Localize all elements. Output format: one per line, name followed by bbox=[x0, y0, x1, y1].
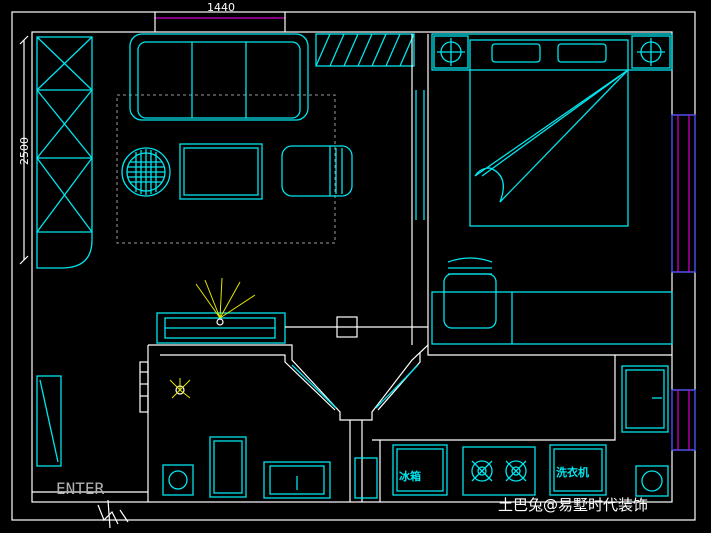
coffee-table bbox=[179, 143, 263, 200]
wardrobe-cabinet bbox=[36, 36, 93, 269]
round-ottoman bbox=[121, 147, 171, 197]
washing-machine: 洗衣机 bbox=[549, 444, 607, 496]
nightstand-left bbox=[433, 35, 469, 69]
bathroom-window bbox=[671, 389, 696, 451]
dimension-left-text: 2500 bbox=[18, 137, 31, 165]
bedroom-desk bbox=[431, 291, 673, 345]
floor-drain bbox=[162, 464, 194, 496]
light-fixture bbox=[285, 316, 428, 338]
fridge-label: 冰箱 bbox=[399, 469, 421, 483]
dimension-top-text: 1440 bbox=[207, 1, 235, 14]
top-shelf bbox=[315, 33, 415, 67]
partition-wall bbox=[411, 34, 429, 345]
bathroom-vanity bbox=[621, 365, 669, 433]
kitchen-stool bbox=[209, 436, 247, 498]
bed bbox=[431, 33, 673, 227]
sofa bbox=[129, 33, 309, 121]
entry-figure bbox=[97, 499, 129, 529]
shoe-cabinet bbox=[36, 375, 62, 467]
toilet bbox=[635, 465, 669, 497]
nightstand-right bbox=[631, 35, 671, 69]
hall-diagonals bbox=[291, 364, 419, 409]
water-heater bbox=[354, 457, 378, 499]
desk-chair bbox=[443, 257, 497, 329]
bedroom-window bbox=[671, 114, 696, 273]
tv-cabinet bbox=[156, 277, 286, 344]
kitchen-shelf bbox=[139, 361, 149, 413]
washer-label: 洗衣机 bbox=[556, 465, 589, 479]
armchair bbox=[281, 145, 353, 197]
rug bbox=[116, 94, 336, 244]
kitchen-sink bbox=[263, 461, 331, 499]
plant bbox=[169, 378, 191, 399]
entrance-label: ENTER bbox=[56, 479, 105, 498]
watermark: 土巴兔@易墅时代装饰 bbox=[498, 496, 649, 514]
fridge: 冰箱 bbox=[392, 444, 448, 496]
outer-walls bbox=[11, 11, 696, 521]
gas-stove bbox=[462, 446, 536, 496]
inner-walls bbox=[147, 343, 672, 502]
dimension-left: 2500 bbox=[18, 35, 31, 265]
dimension-top: 1440 bbox=[154, 1, 286, 32]
